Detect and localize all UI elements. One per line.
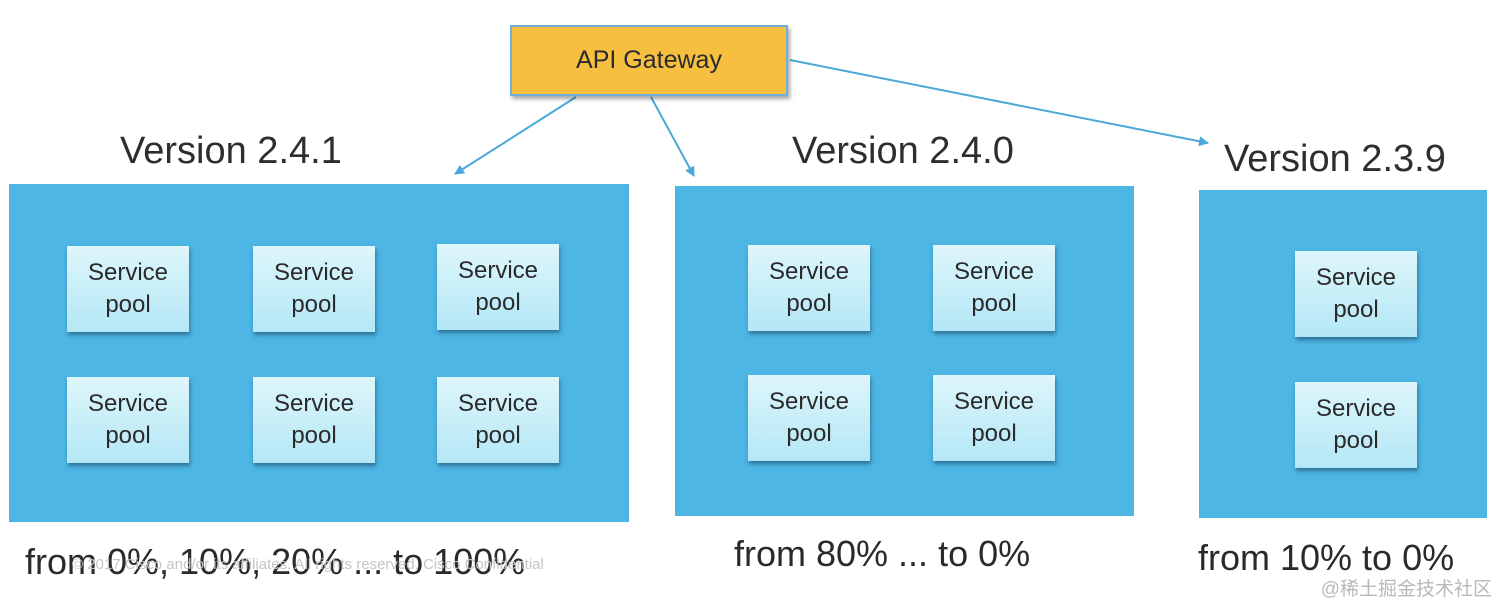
pool-label-line1: Service [1315,395,1397,422]
pool-label-line2: pool [1333,296,1379,323]
pool-label-line2: pool [291,422,337,449]
service-pool: Service pool [67,246,189,332]
traffic-caption-2-3-9: from 10% to 0% [1198,537,1455,578]
service-pool: Service pool [933,245,1055,331]
pool-label-line1: Service [457,257,539,284]
api-gateway-box: API Gateway [510,25,788,96]
watermark: @稀土掘金技术社区 [1320,579,1492,600]
pool-label-line1: Service [953,258,1035,285]
pool-label-line1: Service [87,259,169,286]
pool-label-line2: pool [1333,427,1379,454]
pool-label-line1: Service [768,388,850,415]
pool-label-line2: pool [105,291,151,318]
version-box-2-4-0: Service pool Service pool Service pool Serv… [675,186,1134,516]
pool-label-line1: Service [953,388,1035,415]
pool-label-line1: Service [273,259,355,286]
service-pool: Service pool [253,246,375,332]
service-pool: Service pool [748,245,870,331]
pool-label-line2: pool [475,289,521,316]
version-box-2-4-1: Service pool Service pool Service pool Serv… [9,184,629,522]
copyright-footer: © 2017 Cisco and/or its affiliates. All … [72,556,544,573]
pool-label-line2: pool [971,290,1017,317]
service-pool: Service pool [1295,382,1417,468]
pool-label-line1: Service [768,258,850,285]
service-pool: Service pool [437,244,559,330]
pool-label-line2: pool [971,420,1017,447]
traffic-caption-2-4-1: from 0%, 10%, 20% ... to 100% [25,541,526,582]
pool-label-line2: pool [105,422,151,449]
service-pool: Service pool [67,377,189,463]
pool-label-line2: pool [291,291,337,318]
pool-label-line2: pool [786,420,832,447]
pool-label-line2: pool [475,422,521,449]
version-title-2-4-0: Version 2.4.0 [792,130,1014,172]
service-pool: Service pool [1295,251,1417,337]
pool-label-line1: Service [457,390,539,417]
pool-label-line1: Service [273,390,355,417]
service-pool: Service pool [933,375,1055,461]
service-pool: Service pool [253,377,375,463]
pool-label-line2: pool [786,290,832,317]
version-box-2-3-9: Service pool Service pool [1199,190,1487,518]
service-pool: Service pool [437,377,559,463]
pool-label-line1: Service [1315,264,1397,291]
service-pool: Service pool [748,375,870,461]
api-gateway-label: API Gateway [576,46,722,74]
arrow-to-version-2-4-0 [650,96,695,177]
arrow-to-version-2-4-1 [454,96,577,175]
version-title-2-3-9: Version 2.3.9 [1224,138,1446,180]
version-title-2-4-1: Version 2.4.1 [120,130,342,172]
traffic-caption-2-4-0: from 80% ... to 0% [734,533,1031,574]
pool-label-line1: Service [87,390,169,417]
